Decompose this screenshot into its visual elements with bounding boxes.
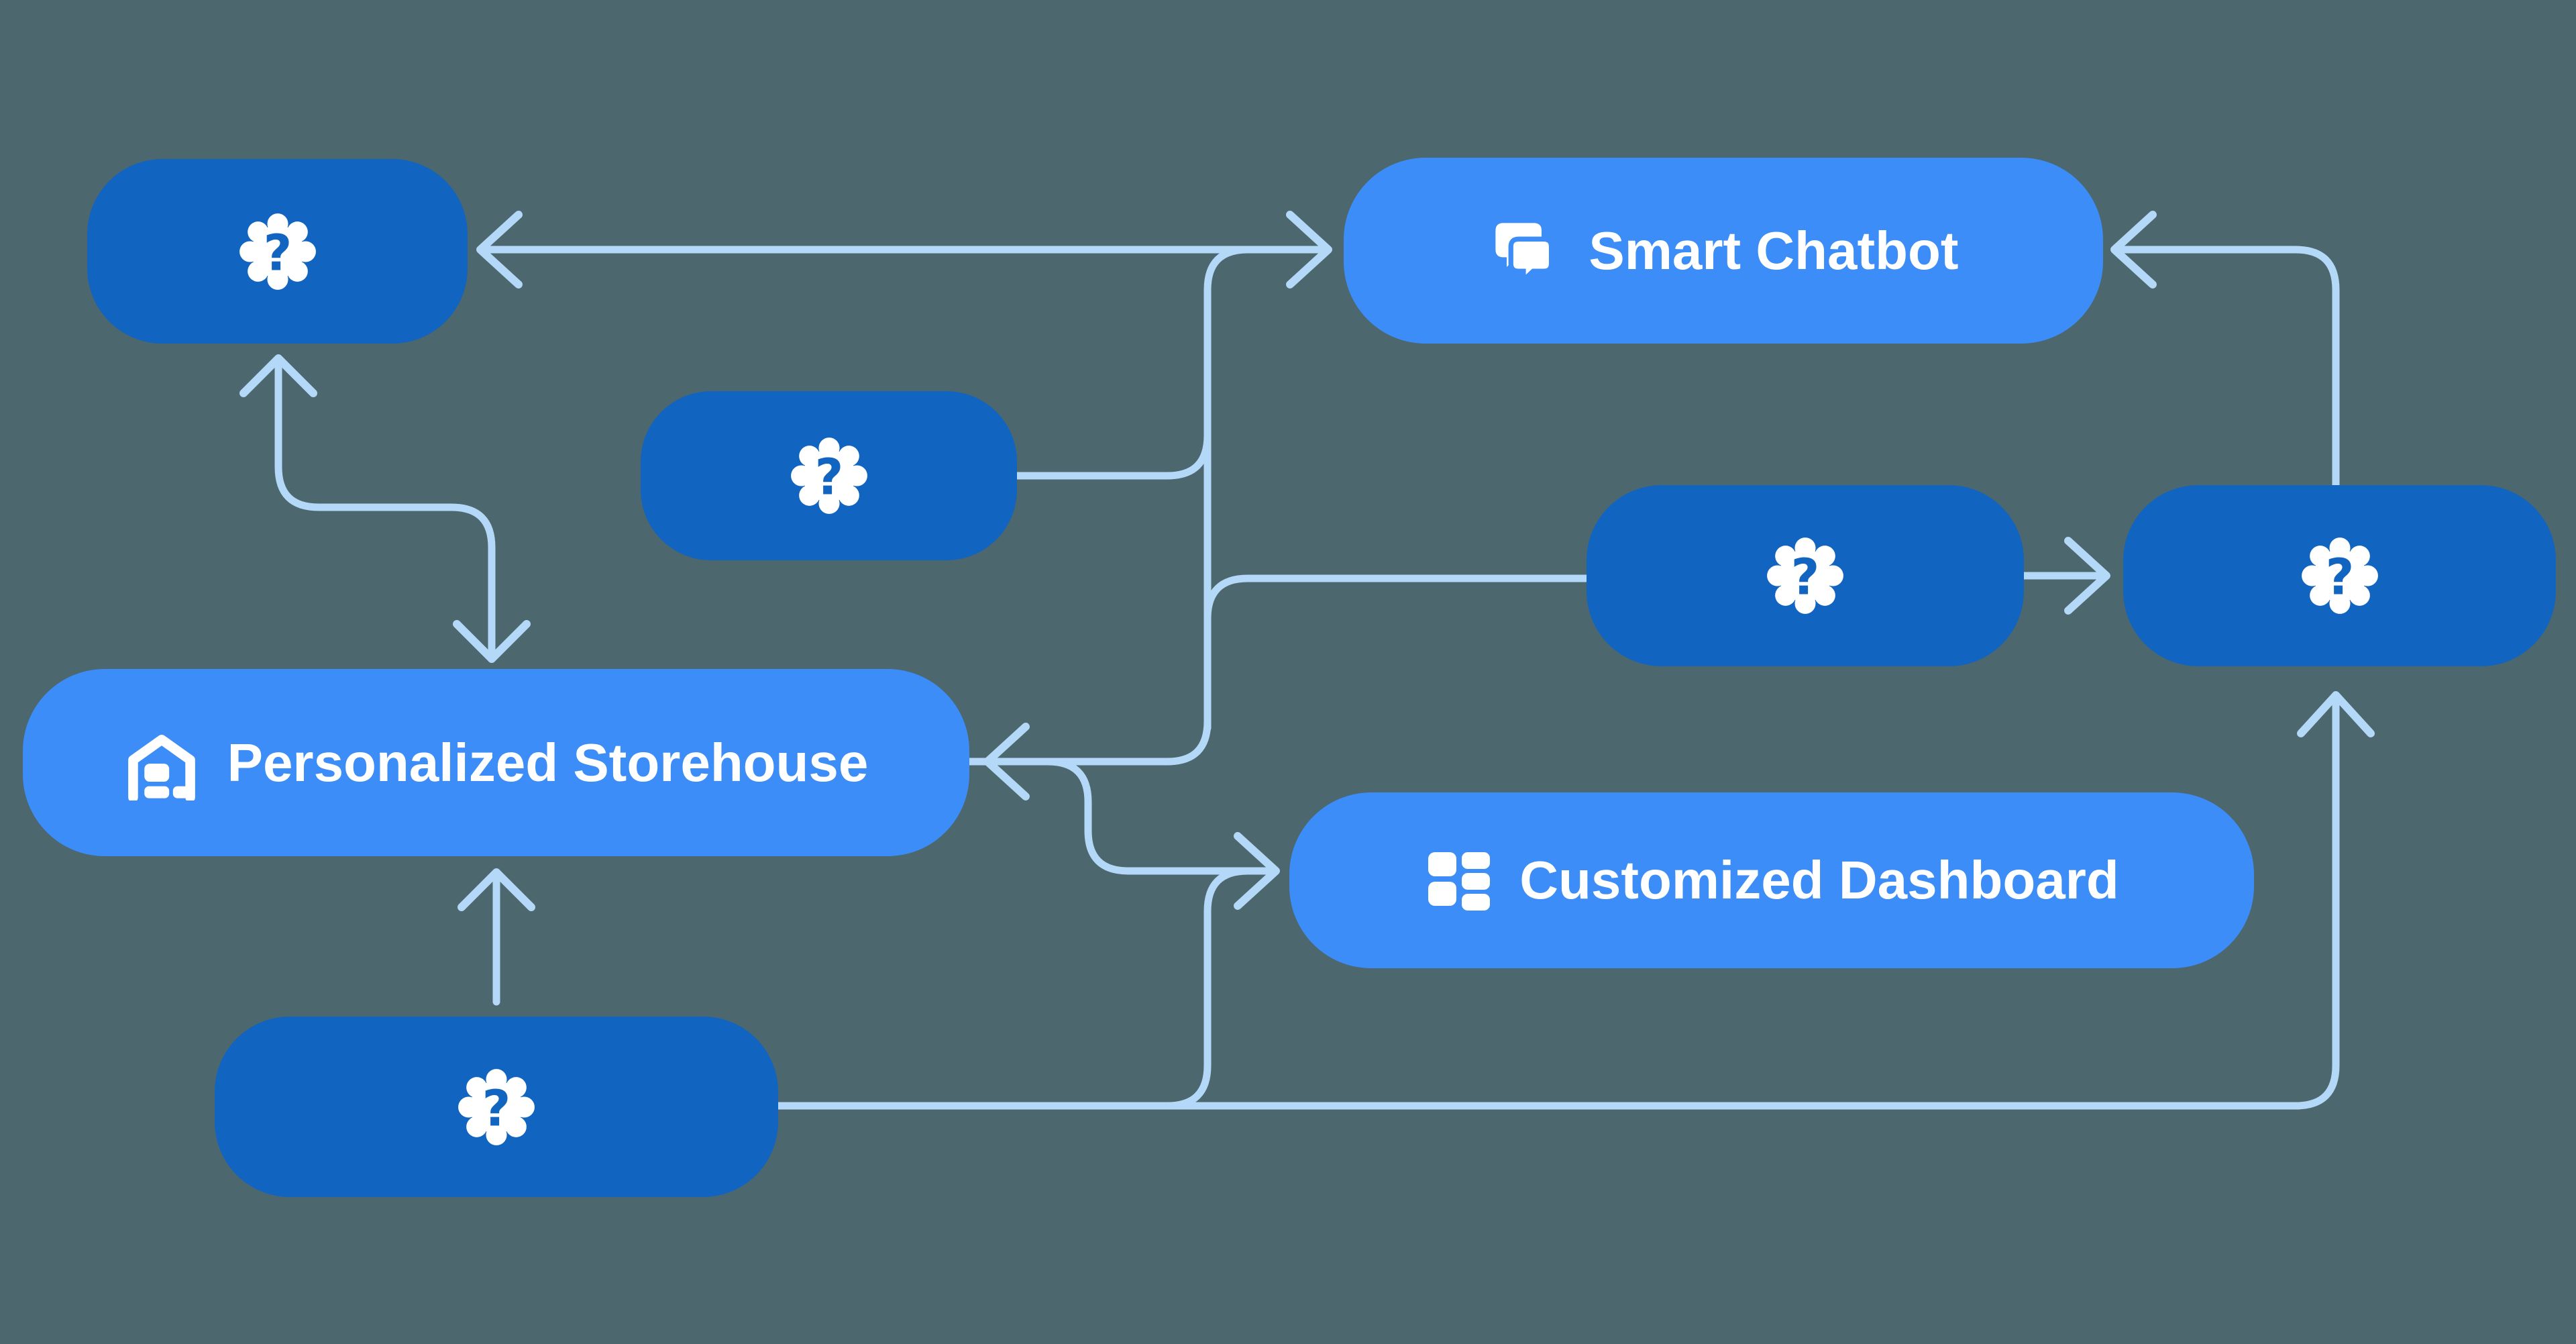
arrowhead-into-unknown-d-bottom [2297, 691, 2375, 737]
edge-unknown-e-to-storehouse [458, 868, 535, 1006]
dashboard-grid-icon [1428, 852, 1491, 911]
node-label: Smart Chatbot [1589, 220, 1959, 280]
arrowhead-into-storehouse-top [453, 620, 531, 663]
node-customized-dashboard[interactable]: Customized Dashboard [1289, 792, 2254, 968]
edge-top-horizontal [476, 211, 1332, 289]
edge-storehouse-unknown-a-bidirectional [239, 354, 531, 663]
chat-bubbles-icon [1495, 222, 1554, 286]
node-label: Customized Dashboard [1519, 850, 2119, 910]
seal-question-icon [239, 213, 316, 290]
seal-question-icon [790, 437, 867, 514]
seal-question-icon [458, 1068, 535, 1145]
edge-unknown-c-to-unknown-d [2020, 537, 2110, 615]
node-unknown-b[interactable] [641, 391, 1017, 560]
arrowhead-into-unknown-a-bottom [239, 354, 317, 397]
node-smart-chatbot[interactable]: Smart Chatbot [1344, 158, 2103, 344]
node-unknown-a[interactable] [87, 159, 468, 344]
edge-unknown-d-to-chatbot [2110, 211, 2340, 491]
edge-unknown-c-to-storehouse [983, 574, 1591, 800]
edge-unknown-e-to-unknown-d [774, 691, 2375, 1110]
node-unknown-d[interactable] [2123, 485, 2556, 666]
arrowhead-into-unknown-d-left [2064, 537, 2110, 615]
edge-unknown-e-to-dashboard [774, 867, 1280, 1110]
arrowhead-into-chatbot-right [2110, 211, 2157, 289]
edge-unknown-b-to-chatbot [1013, 246, 1252, 480]
node-label: Personalized Storehouse [227, 732, 869, 792]
arrowhead-into-chatbot-left [1286, 211, 1332, 289]
warehouse-icon [127, 734, 195, 800]
node-unknown-c[interactable] [1587, 485, 2024, 666]
node-unknown-e[interactable] [215, 1017, 778, 1197]
seal-question-icon [1767, 537, 1843, 614]
arrowhead-into-unknown-a [476, 211, 523, 289]
seal-question-icon [2301, 537, 2378, 614]
arrowhead-into-storehouse-bottom [458, 868, 535, 911]
node-personalized-storehouse[interactable]: Personalized Storehouse [23, 669, 969, 856]
